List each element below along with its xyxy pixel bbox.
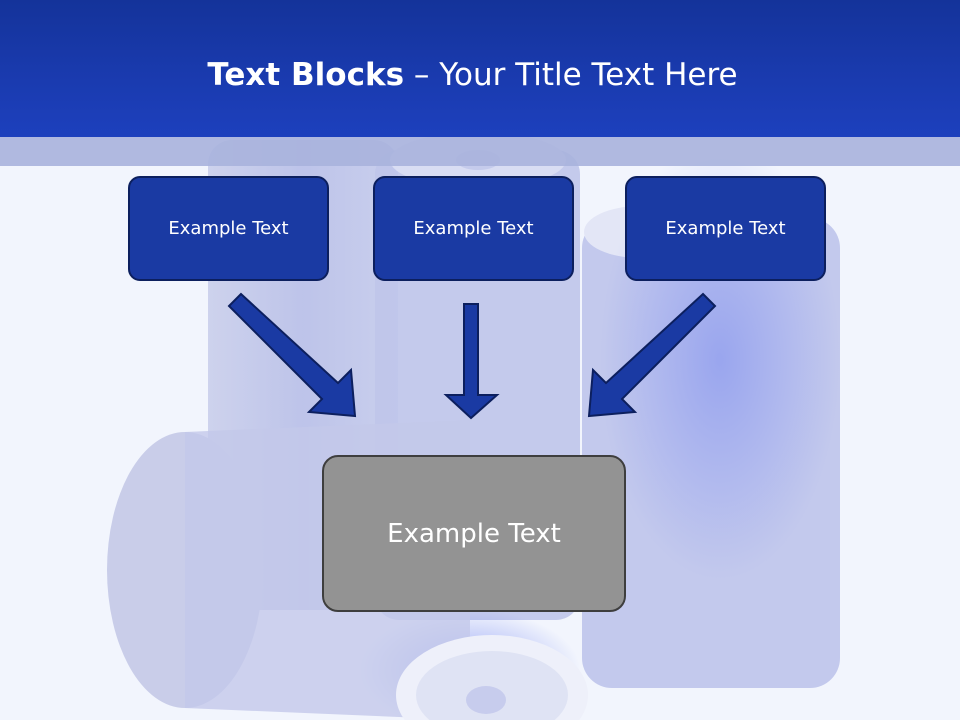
arrow-right-diagonal-icon [587, 292, 717, 418]
center-text-block-label: Example Text [387, 518, 561, 549]
title-bar-strip [0, 137, 960, 166]
arrow-left-diagonal-icon [227, 292, 357, 418]
slide-title-dash: – [404, 57, 440, 93]
slide-title-rest: Your Title Text Here [439, 57, 738, 93]
text-block-3: Example Text [625, 176, 826, 281]
slide-title: Text Blocks – Your Title Text Here [0, 52, 945, 98]
center-text-block: Example Text [322, 455, 626, 612]
title-bar [0, 0, 960, 137]
slide-title-bold: Text Blocks [207, 57, 405, 93]
text-block-2: Example Text [373, 176, 574, 281]
text-block-1-label: Example Text [168, 218, 289, 239]
text-block-2-label: Example Text [413, 218, 534, 239]
arrow-down-icon [443, 303, 500, 420]
text-block-1: Example Text [128, 176, 329, 281]
text-block-3-label: Example Text [665, 218, 786, 239]
